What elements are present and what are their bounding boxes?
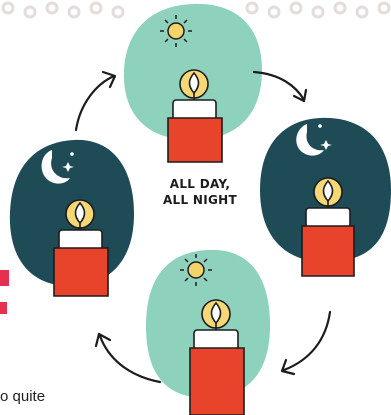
center-label-line1: ALL DAY, (150, 176, 250, 192)
candle-holder (54, 248, 108, 296)
night-phase-right (260, 118, 391, 276)
edge-accent-mark (0, 270, 9, 314)
cut-off-body-text: o quite (0, 388, 45, 405)
center-label: ALL DAY, ALL NIGHT (150, 176, 250, 208)
day-phase-top (124, 4, 262, 162)
day-phase-bottom (146, 250, 270, 415)
candle-holder (302, 226, 354, 276)
center-label-line2: ALL NIGHT (150, 192, 250, 208)
arrow-bottom-right-icon (282, 312, 330, 374)
arrow-top-left-icon (76, 72, 115, 130)
candle-holder (168, 118, 222, 162)
candle-holder (190, 348, 244, 415)
night-phase-left (10, 140, 134, 296)
